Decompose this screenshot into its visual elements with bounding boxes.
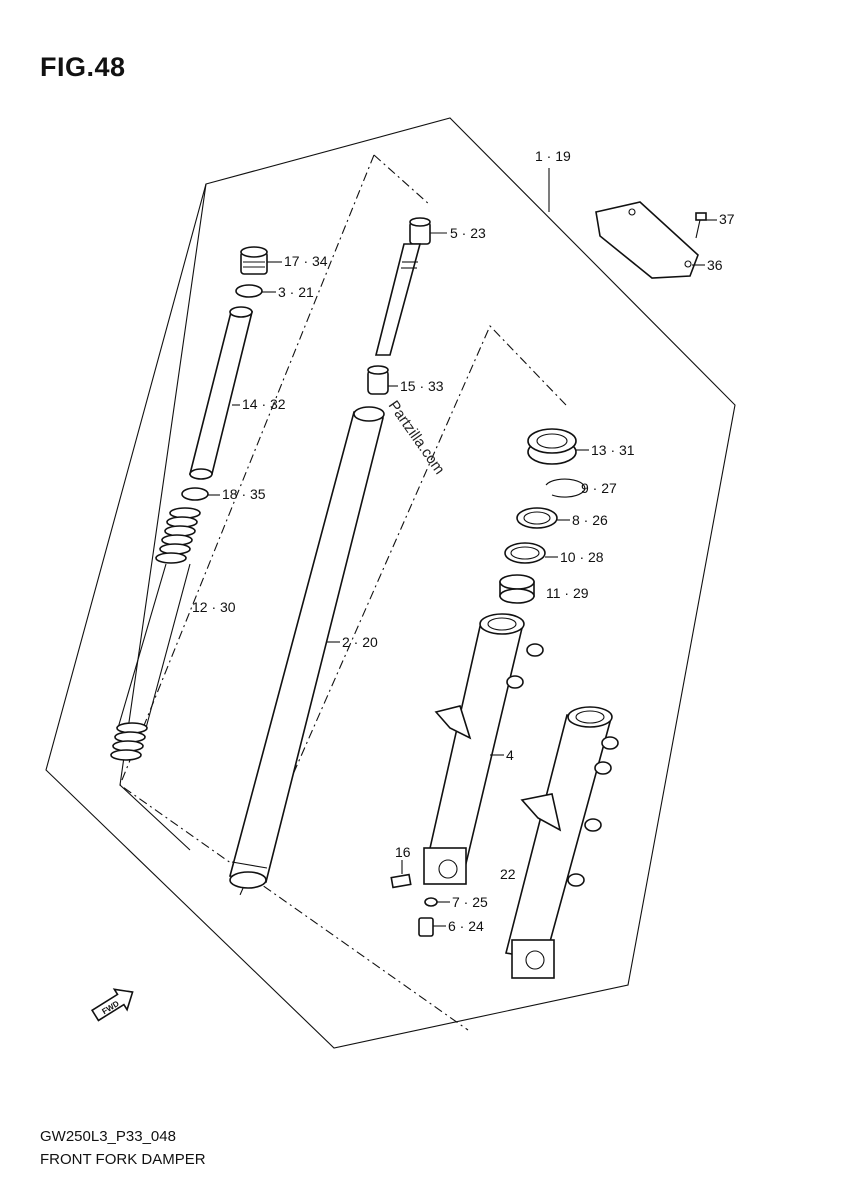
oil-seal: [516, 507, 570, 529]
damper-rod-bolt: [418, 917, 446, 937]
callout-6: 6 · 24: [448, 918, 484, 934]
callout-37: 37: [719, 211, 735, 227]
callout-10: 10 · 28: [560, 549, 604, 565]
callout-36: 36: [707, 257, 723, 273]
fork-spring: [110, 507, 201, 761]
watermark: Partzilla.com: [385, 398, 448, 478]
snap-ring: [545, 478, 586, 498]
callout-14: 14 · 32: [242, 396, 286, 412]
callout-1: 1 · 19: [535, 148, 571, 164]
callout-13: 13 · 31: [591, 442, 635, 458]
gasket-washer: [424, 897, 450, 907]
seal-spacer: [504, 542, 558, 564]
callout-16: 16: [395, 844, 411, 860]
dust-seal: [527, 428, 589, 465]
bracket-screw: [695, 212, 717, 239]
assembly-outline: [45, 117, 736, 1049]
outer-tube-opposite: [505, 706, 619, 979]
callout-12: 12 · 30: [192, 599, 236, 615]
callout-18: 18 · 35: [222, 486, 266, 502]
callout-4: 4: [506, 747, 514, 763]
callout-9: 9 · 27: [581, 480, 617, 496]
guide-bushing: [499, 574, 535, 604]
callout-8: 8 · 26: [572, 512, 608, 528]
figure-name: FRONT FORK DAMPER: [40, 1151, 206, 1168]
figure-title: FIG.48: [40, 52, 126, 82]
outer-tube-group-outline: [239, 325, 567, 896]
o-ring: [235, 284, 276, 298]
spacer-tube: [188, 306, 254, 480]
rod-collar: [367, 365, 398, 395]
inner-tube: [228, 406, 385, 889]
callout-22: 22: [500, 866, 516, 882]
figure-code: GW250L3_P33_048: [40, 1128, 176, 1145]
callout-3: 3 · 21: [278, 284, 314, 300]
washer: [181, 487, 220, 501]
callout-17: 17 · 34: [284, 253, 328, 269]
damper-rod: [374, 217, 447, 356]
callout-7: 7 · 25: [452, 894, 488, 910]
callout-5: 5 · 23: [450, 225, 486, 241]
axle-pinch-bolt: [390, 860, 412, 889]
inner-tube-group-outline-right: [373, 154, 431, 206]
forward-arrow-icon: FWD: [90, 988, 134, 1022]
damper-group-outline: [119, 183, 207, 851]
fork-bracket: [595, 201, 705, 279]
cap-bolt: [240, 246, 282, 275]
callout-11: 11 · 29: [546, 585, 589, 601]
callout-15: 15 · 33: [400, 378, 444, 394]
callout-2: 2 · 20: [342, 634, 378, 650]
outer-tube: [423, 613, 544, 885]
